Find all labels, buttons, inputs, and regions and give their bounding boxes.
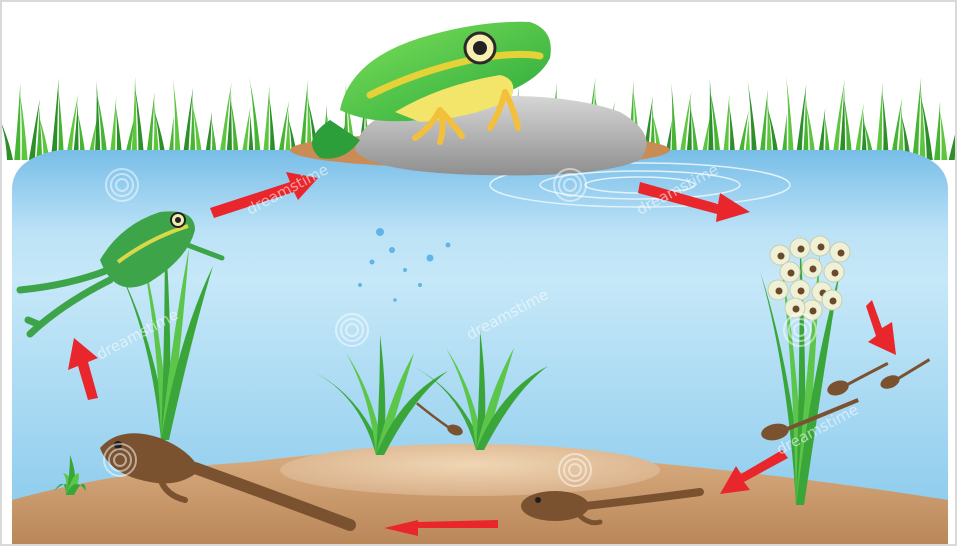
air-bubble	[376, 228, 384, 236]
egg-embryo	[830, 298, 837, 305]
egg-embryo	[810, 266, 817, 273]
egg-embryo	[793, 306, 800, 313]
egg-embryo	[798, 246, 805, 253]
air-bubble	[389, 247, 395, 253]
egg-embryo	[832, 270, 839, 277]
egg-embryo	[810, 308, 817, 315]
egg-embryo	[838, 250, 845, 257]
air-bubble	[403, 268, 407, 272]
egg-embryo	[778, 253, 785, 260]
air-bubble	[446, 243, 451, 248]
mud-mound	[280, 444, 660, 496]
air-bubble	[427, 255, 434, 262]
egg-embryo	[798, 288, 805, 295]
egg-embryo	[776, 288, 783, 295]
air-bubble	[370, 260, 375, 265]
air-bubble	[393, 298, 397, 302]
egg-embryo	[818, 244, 825, 251]
egg-embryo	[788, 270, 795, 277]
air-bubble	[418, 283, 422, 287]
air-bubble	[358, 283, 362, 287]
